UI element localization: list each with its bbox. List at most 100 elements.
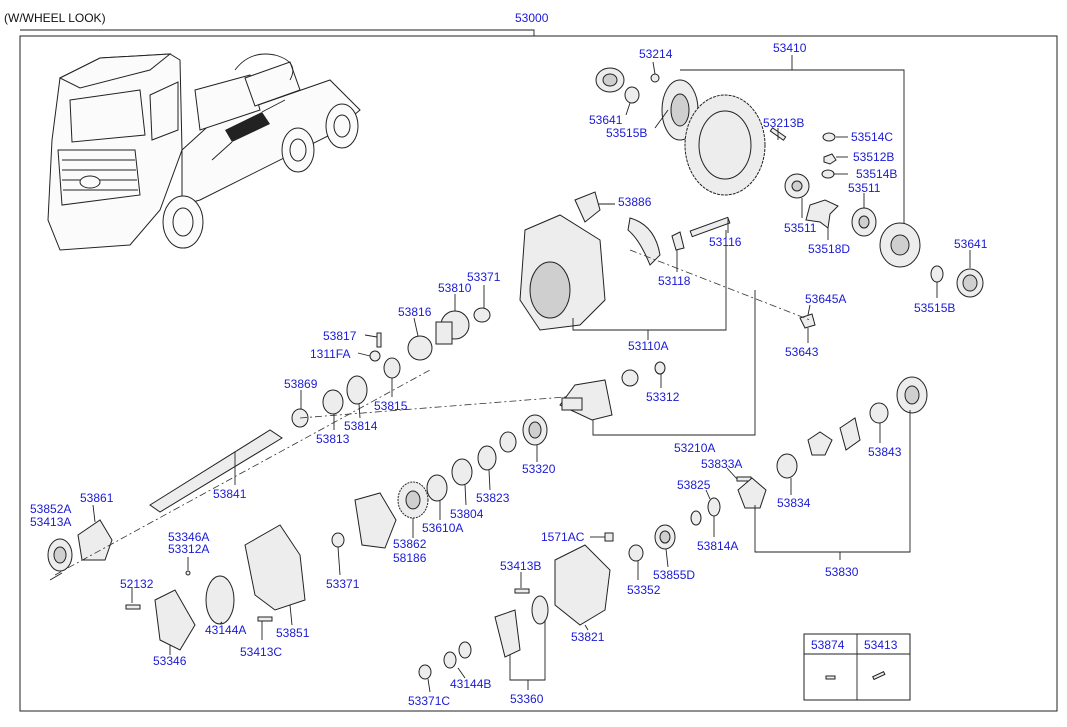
legend-53874[interactable]: 53874 [811,638,845,652]
label-1311fa[interactable]: 1311FA [310,347,350,361]
label-53514c[interactable]: 53514C [851,130,893,144]
lock-53118 [671,231,685,251]
input-shaft-group [149,307,591,513]
label-53352[interactable]: 53352 [627,583,661,597]
label-53515b-right[interactable]: 53515B [914,301,955,315]
inter-axle-group [690,376,928,560]
label-53851[interactable]: 53851 [276,626,310,640]
label-53371-mid[interactable]: 53371 [326,577,360,591]
label-53312a[interactable]: 53312A [168,542,209,556]
yoke-53810 [435,310,470,345]
bolt-53413-icon [872,670,886,681]
label-53816[interactable]: 53816 [398,305,432,319]
variant-caption: (W/WHEEL LOOK) [4,11,106,25]
ring-53610a [426,474,448,502]
washer-53371c [418,664,432,680]
race-53515b-top [624,86,640,104]
bearing-pinion [621,369,639,387]
label-53886[interactable]: 53886 [618,195,652,209]
bearing-53823 [477,445,497,471]
truck-illustration [47,53,361,251]
label-53514b[interactable]: 53514B [856,167,897,181]
ring-53825 [690,510,702,526]
label-53320[interactable]: 53320 [522,462,556,476]
housing-53821 [554,544,611,626]
label-1571ac[interactable]: 1571AC [541,530,585,544]
label-53810[interactable]: 53810 [438,281,472,295]
lower-left-group [47,369,431,651]
label-53855d[interactable]: 53855D [653,568,695,582]
ring-53320b [499,431,517,453]
label-53214[interactable]: 53214 [639,47,673,61]
label-53814[interactable]: 53814 [344,419,378,433]
label-53413b[interactable]: 53413B [500,559,541,573]
label-53641-right[interactable]: 53641 [954,237,988,251]
label-52132[interactable]: 52132 [120,577,154,591]
label-53413c[interactable]: 53413C [240,645,282,659]
label-53116[interactable]: 53116 [709,235,742,249]
label-53814a[interactable]: 53814A [697,539,738,553]
label-53312[interactable]: 53312 [646,390,680,404]
carrier-housing-group [519,191,816,340]
label-53833a[interactable]: 53833A [701,457,742,471]
label-53000[interactable]: 53000 [515,11,549,25]
label-53645a[interactable]: 53645A [805,292,846,306]
label-53413a[interactable]: 53413A [30,515,71,529]
label-53834[interactable]: 53834 [777,496,811,510]
pinion-53210a [559,379,613,421]
gear-53834 [776,453,798,479]
label-53110a[interactable]: 53110A [628,339,668,353]
pinion-group [354,290,756,549]
flange-53814a [737,477,767,509]
label-53815[interactable]: 53815 [374,399,408,413]
label-53641-top[interactable]: 53641 [589,113,623,127]
bolt-1571ac [604,532,614,542]
label-53511-b[interactable]: 53511 [848,181,881,195]
label-53861[interactable]: 53861 [80,491,114,505]
legend-53413[interactable]: 53413 [864,638,898,652]
washer-53514c [822,132,836,142]
bearing-53641-top [595,67,625,93]
label-53518d[interactable]: 53518D [808,242,850,256]
ring-53815 [383,357,401,379]
lock-53643 [799,313,816,329]
label-53852a[interactable]: 53852A [30,502,71,516]
label-53823[interactable]: 53823 [476,491,510,505]
label-43144a[interactable]: 43144A [205,623,246,637]
label-53213b[interactable]: 53213B [763,116,804,130]
ring-53825b [707,497,721,517]
pin-53312a [185,570,191,576]
label-53515b-top[interactable]: 53515B [606,126,647,140]
washer-53371 [473,307,491,323]
label-53869[interactable]: 53869 [284,377,318,391]
label-53643[interactable]: 53643 [785,345,819,359]
label-53830[interactable]: 53830 [825,565,859,579]
label-53825[interactable]: 53825 [677,478,711,492]
label-53804[interactable]: 53804 [450,507,484,521]
label-53118[interactable]: 53118 [658,274,691,288]
label-53410[interactable]: 53410 [773,41,807,55]
label-53371c[interactable]: 53371C [408,694,450,708]
nut-53512b [823,153,837,165]
gear-53862 [397,481,429,519]
label-53346[interactable]: 53346 [153,654,187,668]
label-53862[interactable]: 53862 [393,537,427,551]
label-53210a[interactable]: 53210A [674,441,715,455]
label-53511-a[interactable]: 53511 [784,221,817,235]
gasket-43144b-b [443,651,457,669]
label-53843[interactable]: 53843 [868,445,902,459]
label-53371-top[interactable]: 53371 [467,270,501,284]
label-53821[interactable]: 53821 [571,630,605,644]
label-53360[interactable]: 53360 [510,692,544,706]
label-53817[interactable]: 53817 [323,329,357,343]
label-43144b[interactable]: 43144B [450,677,491,691]
bearing-53855d [654,524,676,550]
label-53841[interactable]: 53841 [213,487,247,501]
label-53346a[interactable]: 53346A [168,530,209,544]
label-53813[interactable]: 53813 [316,432,350,446]
cover-58186 [354,492,397,549]
label-58186[interactable]: 58186 [393,551,427,565]
label-53610a[interactable]: 53610A [422,521,463,535]
housing-53851 [244,524,306,611]
label-53512b[interactable]: 53512B [853,150,894,164]
